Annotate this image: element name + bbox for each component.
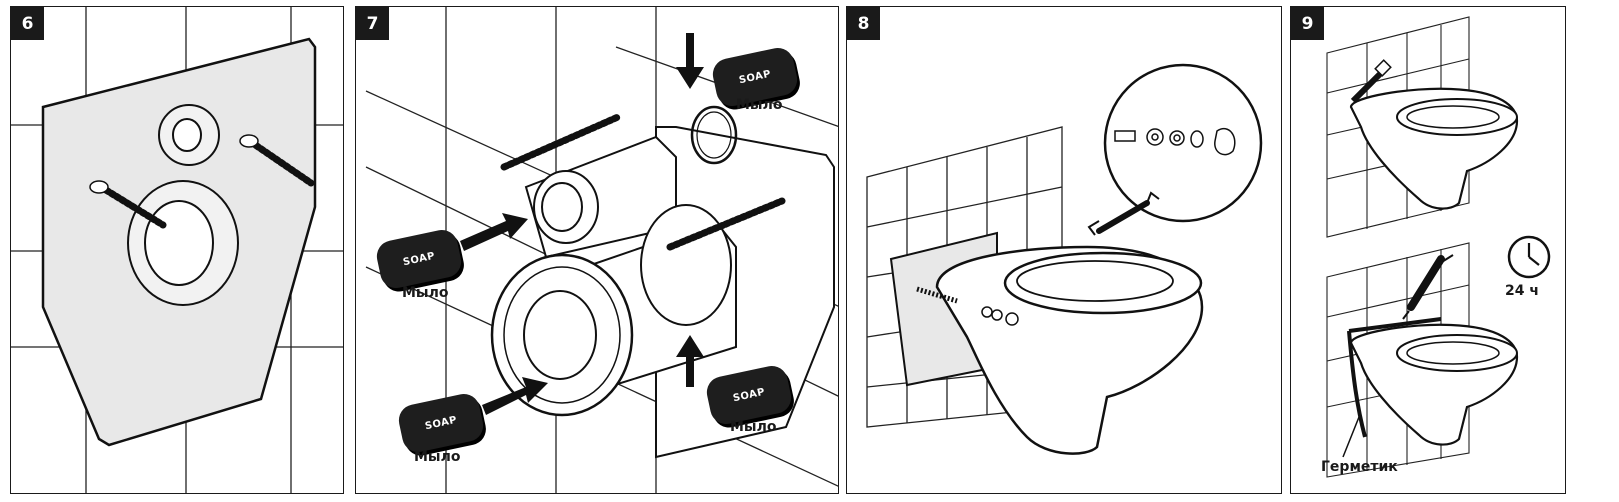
soap-label: Мыло	[736, 97, 783, 113]
time-label: 24 ч	[1505, 283, 1539, 299]
step-number: 7	[356, 7, 389, 40]
step-number: 9	[1291, 7, 1324, 40]
drain-pipe-illustration	[365, 7, 838, 493]
panel-8: 8	[846, 6, 1282, 494]
sealant-illustration	[1326, 16, 1551, 478]
panel-7: 7 SOAP Мыло	[355, 6, 839, 494]
soap-label: Мыло	[414, 449, 461, 465]
toilet-mounting-illustration	[866, 63, 1263, 455]
panel-6: 6	[10, 6, 344, 494]
step-number: 8	[847, 7, 880, 40]
soundproof-plate-illustration	[11, 7, 343, 493]
step-number: 6	[11, 7, 44, 40]
panel-9: 9 24 ч	[1290, 6, 1566, 494]
soap-label: Мыло	[402, 285, 449, 301]
sealant-label: Герметик	[1321, 459, 1398, 475]
soap-label: Мыло	[730, 419, 777, 435]
